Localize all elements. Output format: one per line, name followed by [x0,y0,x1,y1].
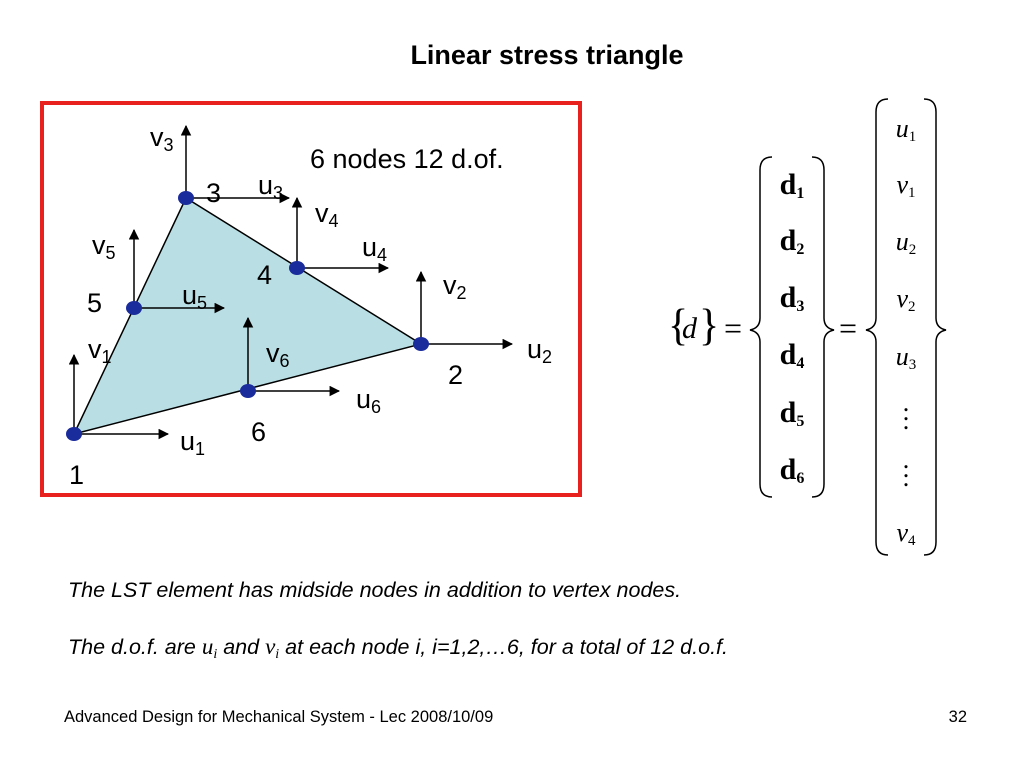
dof-label-v3: v3 [150,122,174,155]
slide-title: Linear stress triangle [410,40,684,70]
node-4 [289,261,305,275]
dof-label-v2: v2 [443,270,467,303]
node-1 [66,427,82,441]
vertical-ellipsis-1: ... [902,388,910,435]
dof-label-v1: v1 [88,334,112,367]
vector-entry-v4: v4 [896,518,916,549]
lhs-open-brace: { [668,301,689,351]
vector-entry-d4: d4 [779,338,805,372]
node-5 [126,301,142,315]
dof-label-u6: u6 [356,384,382,417]
body-text-line-2: The d.o.f. are ui and vi at each node i,… [68,634,728,662]
dof-label-u5: u5 [182,280,208,313]
vector-entry-d2: d2 [779,224,805,258]
diagram-caption: 6 nodes 12 d.of. [310,144,504,174]
node-label-5: 5 [87,288,103,318]
vector-entry-u3: u3 [895,342,917,373]
equals-sign-2: = [839,310,858,346]
dof-label-u3: u3 [258,170,284,203]
vector-entry-u1: u1 [895,114,917,145]
vector-entry-d5: d5 [779,396,805,430]
dof-label-v6: v6 [266,338,290,371]
dof-label-u1: u1 [180,426,206,459]
vector-entry-v2: v2 [896,284,916,315]
vector-entry-v1: v1 [896,170,916,201]
node-label-6: 6 [251,417,267,447]
node-6 [240,384,256,398]
equals-sign-1: = [724,310,743,346]
vector-entry-u2: u2 [895,227,917,258]
middle-open-brace [749,156,773,498]
lhs-symbol: d [682,312,697,345]
vertical-ellipsis-2: ... [902,445,910,492]
dof-label-u2: u2 [527,334,553,367]
vector-entry-d3: d3 [779,281,805,315]
vector-entry-d6: d6 [779,453,805,487]
diagram-frame [40,101,582,497]
dof-label-v5: v5 [92,230,116,263]
footer-course-label: Advanced Design for Mechanical System - … [64,708,494,726]
node-label-2: 2 [448,360,464,390]
right-close-brace [923,98,947,556]
middle-close-brace [811,156,835,498]
right-open-brace [865,98,889,556]
body-text-line-1: The LST element has midside nodes in add… [68,578,682,602]
dof-label-v4: v4 [315,198,339,231]
node-label-4: 4 [257,260,273,290]
node-label-3: 3 [206,178,222,208]
lhs-close-brace: } [699,301,720,351]
node-2 [413,337,429,351]
dof-label-u4: u4 [362,232,388,265]
vector-entry-d1: d1 [779,168,805,202]
node-label-1: 1 [69,460,85,490]
node-3 [178,191,194,205]
page-number: 32 [948,708,967,726]
